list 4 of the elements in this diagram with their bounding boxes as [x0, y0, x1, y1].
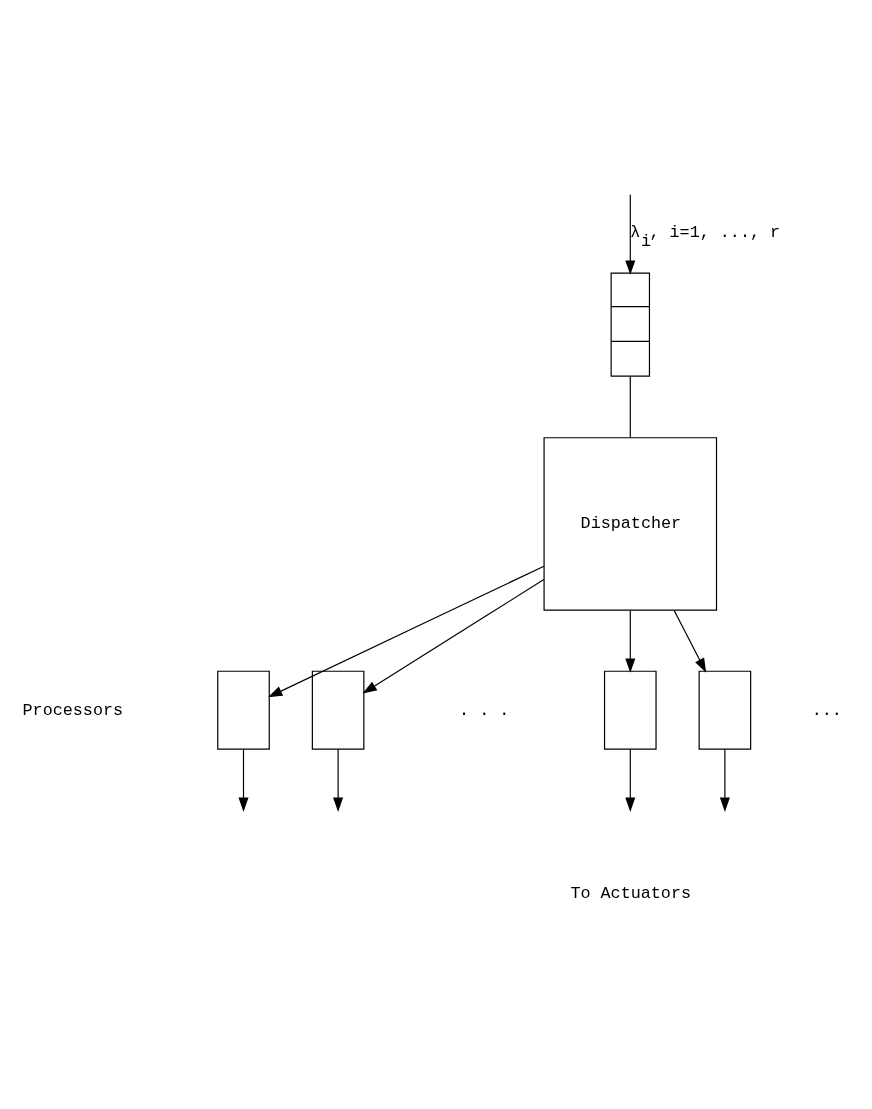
label: To Actuators [570, 884, 692, 904]
label: . . . [459, 700, 510, 720]
label: ... [811, 700, 842, 720]
label: Processors [22, 700, 124, 720]
